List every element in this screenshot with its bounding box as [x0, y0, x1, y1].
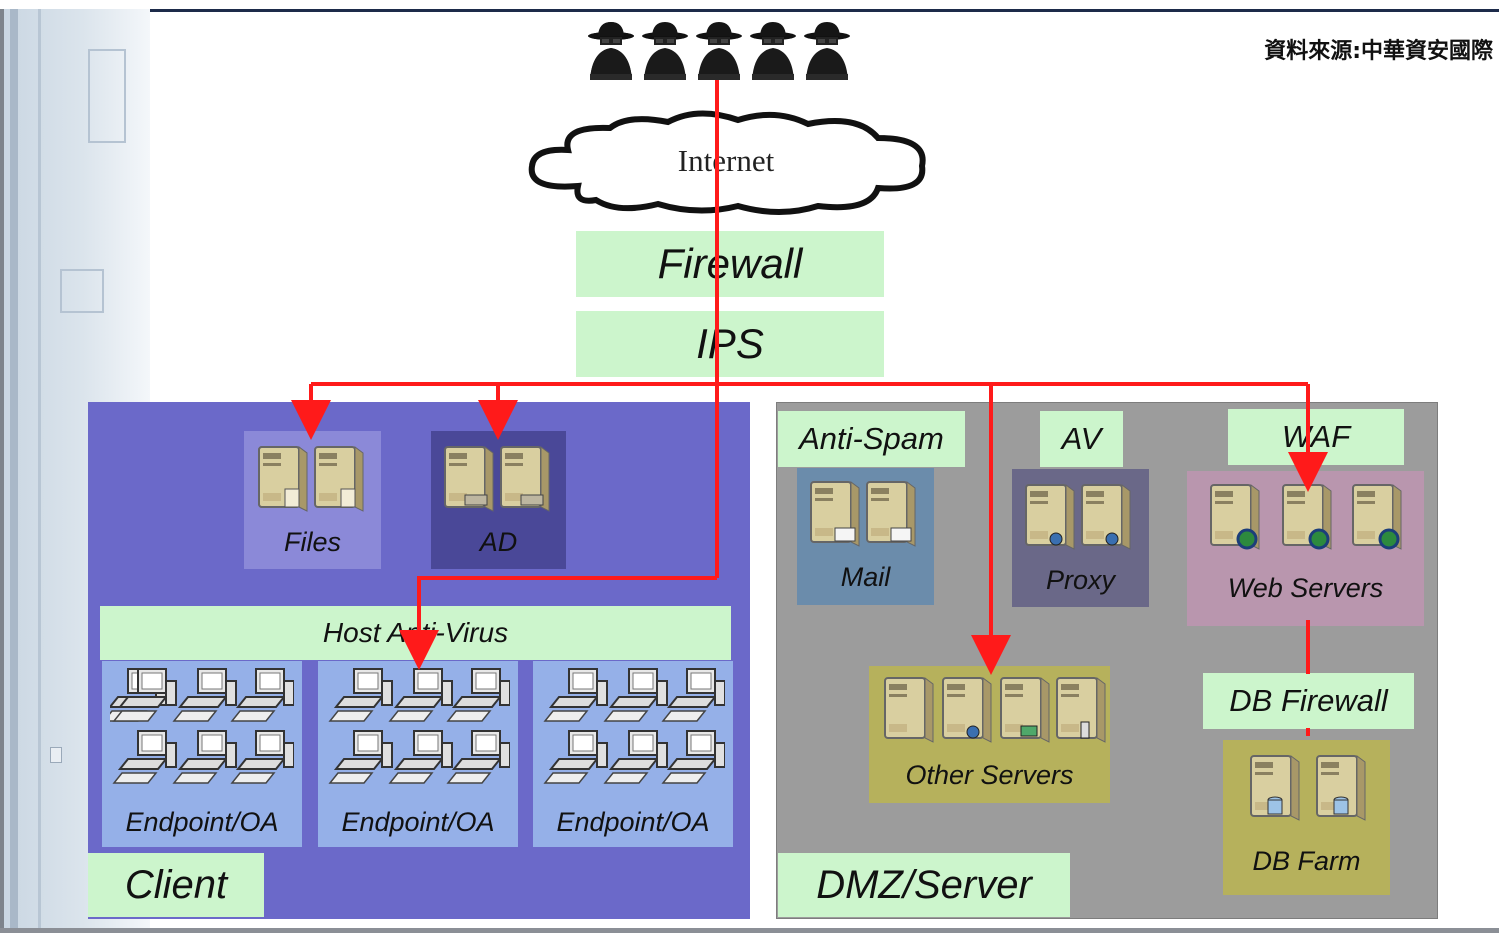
dmz-zone-label: DMZ/Server: [778, 853, 1070, 917]
top-border: [0, 0, 1499, 12]
server-icon-pair: [810, 481, 916, 547]
arrow-to-endpoints: [399, 576, 717, 670]
proxy-server-box: Proxy: [1012, 469, 1149, 607]
endpoint-label: Endpoint/OA: [125, 807, 279, 837]
mail-label: Mail: [840, 562, 891, 592]
server-icon-group: [1210, 484, 1402, 550]
endpoint-group-3: Endpoint/OA: [533, 661, 733, 847]
db-firewall-box: DB Firewall: [1203, 673, 1414, 729]
endpoint-group-1: Endpoint/OA: [102, 661, 302, 847]
db-farm-box: DB Farm: [1223, 740, 1390, 895]
left-border: [0, 9, 4, 929]
endpoint-group-2: Endpoint/OA: [318, 661, 518, 847]
web-servers-label: Web Servers: [1227, 573, 1384, 603]
ad-server-box: AD: [431, 431, 566, 569]
ips-box: IPS: [576, 311, 884, 377]
source-note: 資料來源:中華資安國際: [1264, 39, 1493, 64]
files-label: Files: [283, 527, 341, 557]
ad-label: AD: [479, 527, 518, 557]
endpoint-label: Endpoint/OA: [556, 807, 710, 837]
server-icon-pair: [444, 446, 550, 512]
db-farm-label: DB Farm: [1252, 846, 1361, 876]
server-icon-pair: [1025, 484, 1131, 550]
files-server-box: Files: [244, 431, 381, 569]
server-icon-pair: [258, 446, 364, 512]
server-icon-group: [884, 677, 1106, 743]
av-box: AV: [1040, 411, 1123, 467]
mail-server-box: Mail: [797, 468, 934, 605]
proxy-label: Proxy: [1045, 565, 1116, 595]
client-zone-label: Client: [88, 853, 264, 917]
other-servers-label: Other Servers: [905, 760, 1074, 790]
firewall-box: Firewall: [576, 231, 884, 297]
server-icon-pair: [1250, 755, 1366, 821]
anti-spam-box: Anti-Spam: [778, 411, 965, 467]
internet-label: Internet: [677, 143, 775, 178]
other-servers-box: Other Servers: [869, 666, 1110, 803]
bottom-border: [0, 928, 1499, 933]
attackers-icon-group: [588, 22, 850, 80]
workstation-icon-grid: [110, 668, 294, 784]
internet-cloud-icon: [528, 110, 926, 215]
web-servers-box: Web Servers: [1187, 471, 1424, 626]
endpoint-label: Endpoint/OA: [341, 807, 495, 837]
